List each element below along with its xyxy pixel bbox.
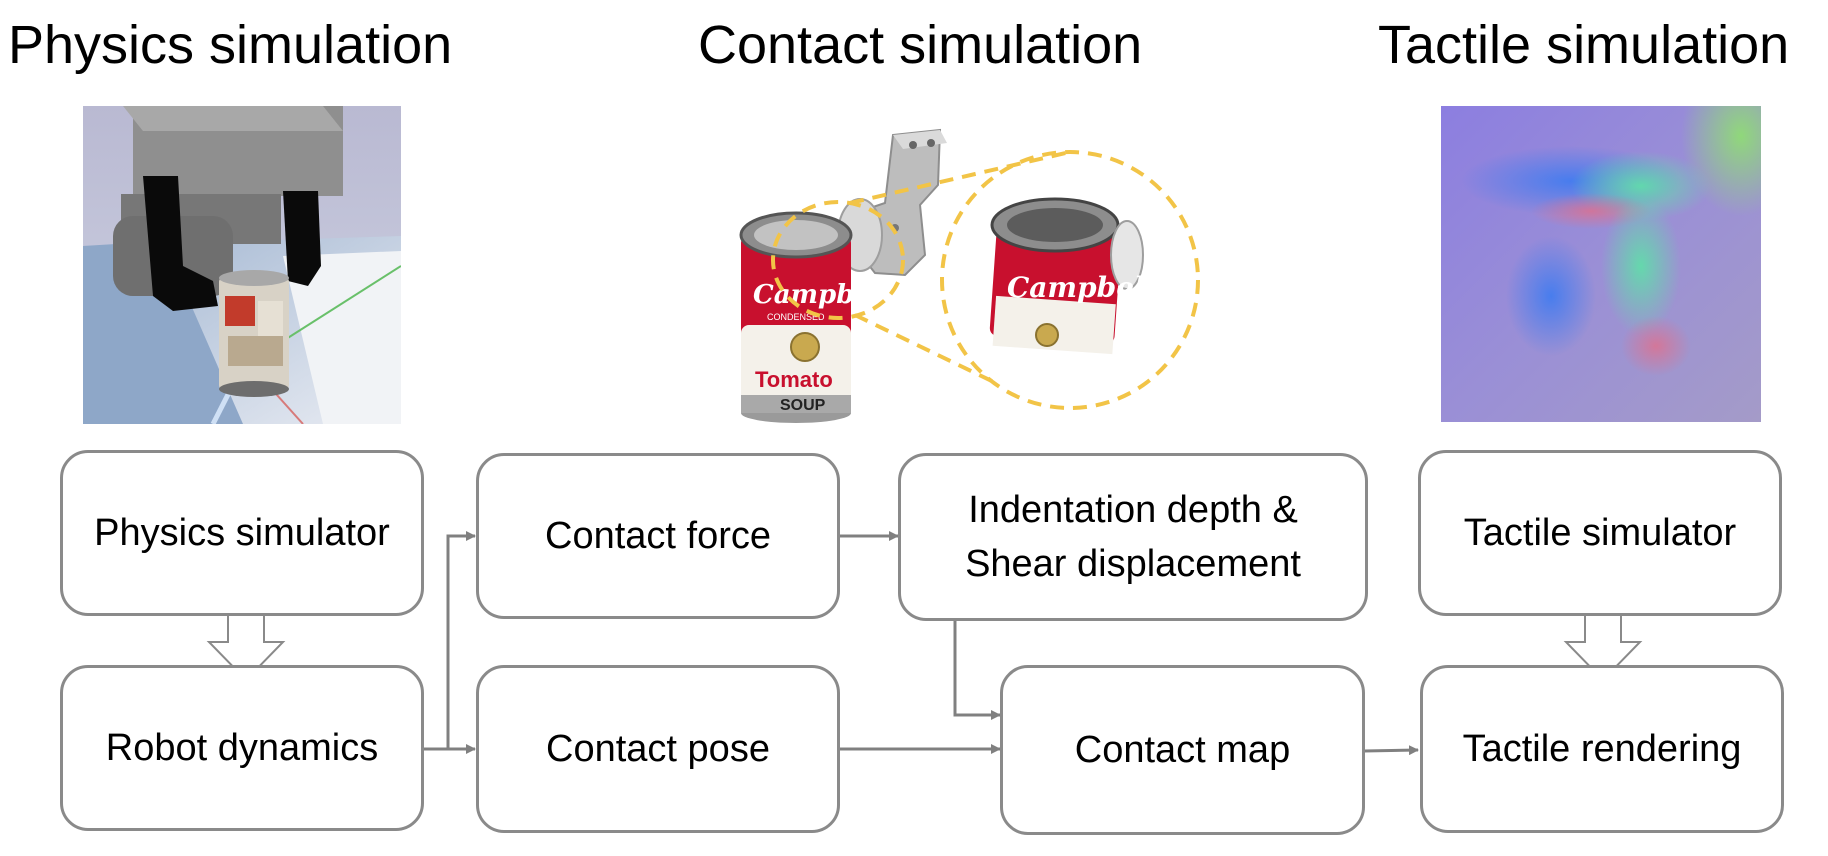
contact-pose-box: Contact pose (476, 665, 840, 833)
contact-force-box: Contact force (476, 453, 840, 619)
arrow-map-to-rendering (1363, 745, 1419, 756)
robot-dynamics-box: Robot dynamics (60, 665, 424, 831)
zoom-callout (771, 150, 1200, 410)
gripper-contact-zoom-image: Campbell's CONDENSED Tomato SOUP Campbel… (735, 125, 1205, 425)
contact-force-label: Contact force (545, 515, 771, 557)
contact-pose-label: Contact pose (546, 728, 770, 770)
robot-gripper-scene-image (83, 106, 401, 424)
contact-map-label: Contact map (1074, 729, 1291, 771)
zoomed-can-brand-text: Campbell's (1007, 271, 1180, 304)
arrow-robot-to-contact-force (446, 531, 476, 749)
tactile-simulator-label: Tactile simulator (1463, 512, 1737, 554)
indentation-label-line1: Indentation depth & (968, 489, 1298, 531)
physics-simulation-title: Physics simulation (8, 15, 453, 75)
tactile-rendering-label: Tactile rendering (1462, 728, 1742, 770)
tactile-sensor-image (1441, 106, 1761, 422)
tactile-simulator-box: Tactile simulator (1418, 450, 1782, 616)
tactile-rendering-box: Tactile rendering (1420, 665, 1784, 833)
physics-simulator-label: Physics simulator (94, 512, 390, 554)
contact-simulation-title: Contact simulation (698, 15, 1143, 75)
zoomed-can-icon: Campbell's (989, 197, 1180, 355)
tactile-graphic (1441, 106, 1761, 422)
indentation-shear-box: Indentation depth & Shear displacement (898, 453, 1368, 621)
contact-scene-graphic: Campbell's CONDENSED Tomato SOUP Campbel… (739, 128, 1200, 423)
can-soup-text: SOUP (780, 397, 826, 414)
robot-scene-graphic (83, 106, 401, 424)
tactile-simulation-title: Tactile simulation (1378, 15, 1790, 75)
can-sub-text: CONDENSED (767, 312, 825, 322)
physics-simulator-box: Physics simulator (60, 450, 424, 616)
can-variety-text: Tomato (755, 367, 833, 392)
indentation-label-line2: Shear displacement (965, 543, 1301, 585)
contact-map-box: Contact map (1000, 665, 1365, 835)
robot-dynamics-label: Robot dynamics (105, 727, 379, 769)
soup-can-icon: Campbell's CONDENSED Tomato SOUP (739, 211, 914, 423)
arrow-indentation-to-map (953, 621, 1001, 720)
